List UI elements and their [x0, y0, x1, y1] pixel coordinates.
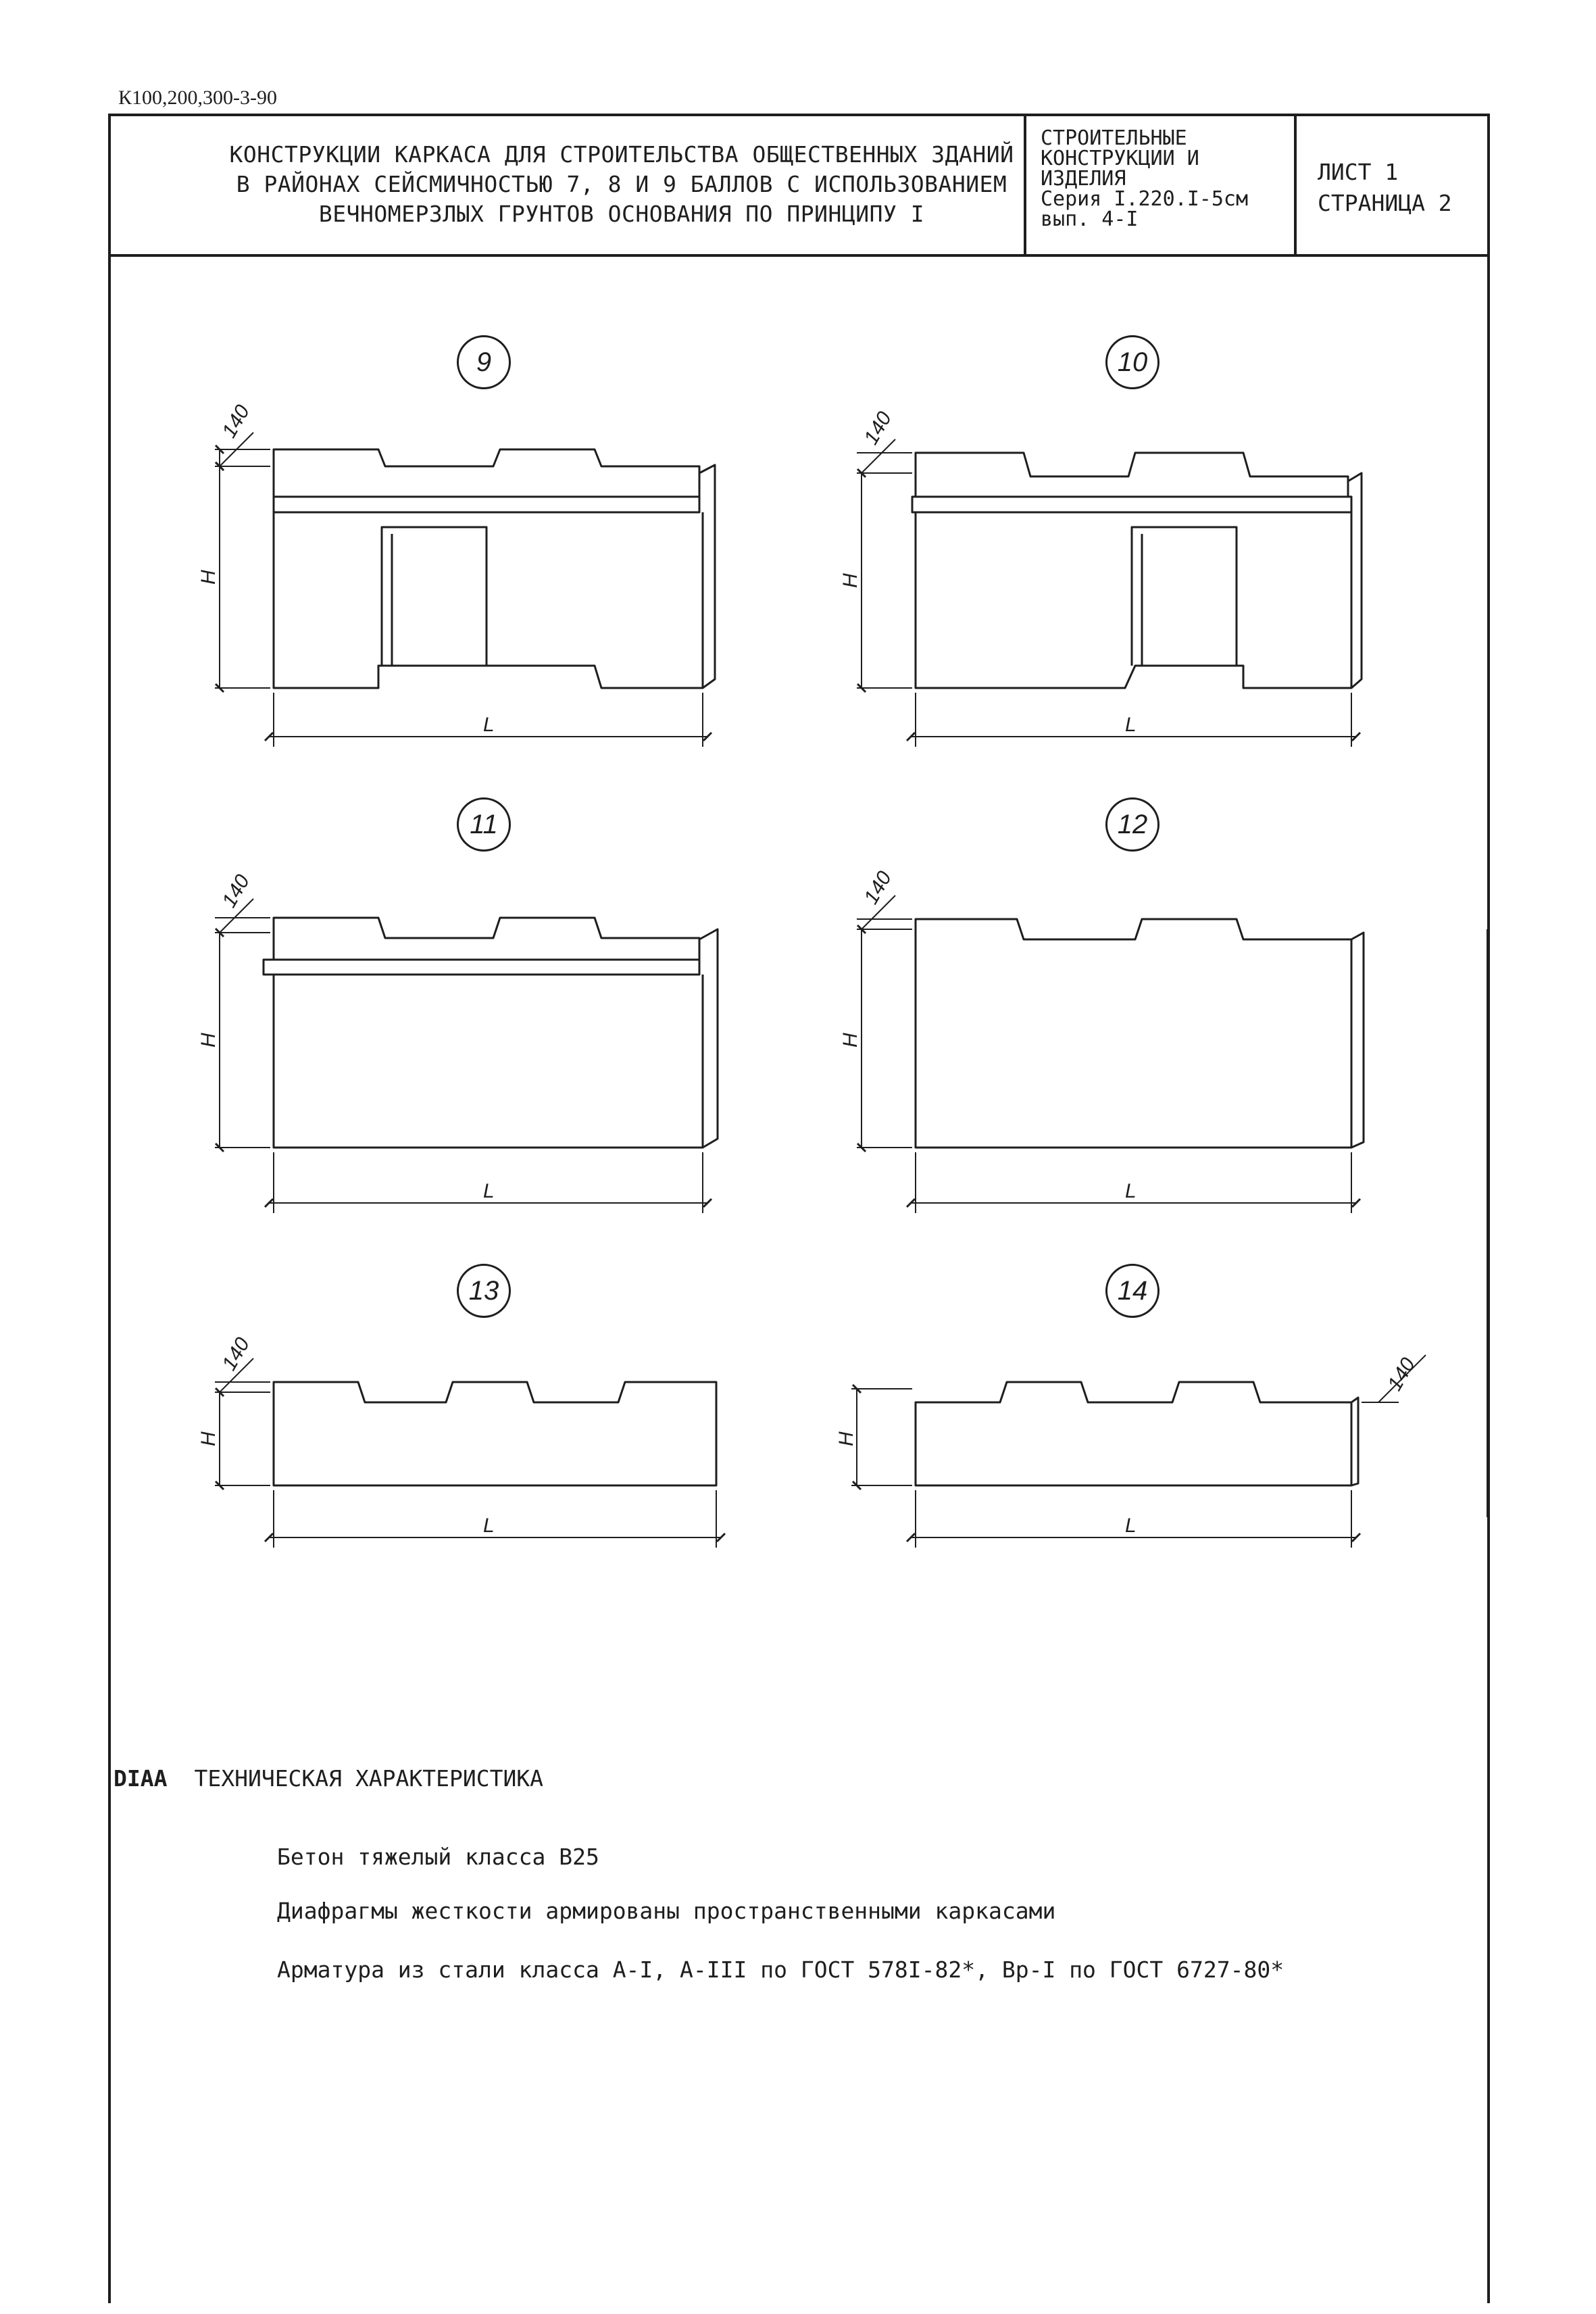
series-info: СТРОИТЕЛЬНЫЕ КОНСТРУКЦИИ И ИЗДЕЛИЯ Серия…: [1041, 128, 1291, 230]
sheet-info: ЛИСТ 1 СТРАНИЦА 2: [1318, 157, 1487, 219]
title-block: КОНСТРУКЦИИ КАРКАСА ДЛЯ СТРОИТЕЛЬСТВА ОБ…: [108, 114, 1490, 257]
dim-length-12: L: [1125, 1180, 1137, 1202]
page-frame: [108, 114, 1490, 2303]
tech-heading: DIAA ТЕХНИЧЕСКАЯ ХАРАКТЕРИСТИКА: [114, 1765, 543, 1792]
series-line: ИЗДЕЛИЯ: [1041, 167, 1126, 191]
dim-height-12: H: [839, 1033, 862, 1048]
dim-height-9: H: [197, 570, 220, 585]
dim-length-11: L: [483, 1180, 495, 1202]
figure-number-9: 9: [457, 335, 511, 389]
dim-length-10: L: [1125, 714, 1137, 736]
title-line: ВЕЧНОМЕРЗЛЫХ ГРУНТОВ ОСНОВАНИЯ ПО ПРИНЦИ…: [318, 201, 925, 227]
panel-drawing-13: [214, 1358, 726, 1548]
dim-length-13: L: [483, 1515, 495, 1537]
tech-line-steel: Арматура из стали класса А-I, А-III по Г…: [277, 1956, 1285, 1983]
page-number: СТРАНИЦА 2: [1318, 190, 1452, 216]
dim-height-11: H: [197, 1033, 220, 1048]
panel-drawing-12: [856, 895, 1365, 1213]
tech-line-concrete: Бетон тяжелый класса В25: [277, 1844, 599, 1870]
dim-height-13: H: [197, 1431, 220, 1446]
figure-number-12: 12: [1105, 797, 1159, 852]
panel-drawing-14: [851, 1354, 1426, 1548]
panel-drawing-10: [856, 439, 1363, 747]
tech-mark: DIAA: [114, 1765, 168, 1792]
dim-top-13: 140: [218, 1333, 254, 1374]
series-line: СТРОИТЕЛЬНЫЕ: [1041, 126, 1187, 150]
dim-top-12: 140: [859, 867, 896, 908]
series-line: КОНСТРУКЦИИ И: [1041, 147, 1199, 170]
series-line: вып. 4-I: [1041, 207, 1139, 231]
sheet-number: ЛИСТ 1: [1318, 159, 1399, 185]
dim-top-11: 140: [218, 870, 254, 911]
series-divider: [1294, 116, 1297, 254]
tech-heading-text: ТЕХНИЧЕСКАЯ ХАРАКТЕРИСТИКА: [194, 1765, 544, 1792]
dim-length-9: L: [483, 714, 495, 736]
figure-number-14: 14: [1105, 1264, 1159, 1318]
document-code: К100,200,300-3-90: [118, 87, 277, 109]
series-line: Серия I.220.I-5см: [1041, 187, 1249, 211]
figure-number-11: 11: [457, 797, 511, 852]
figure-number-10: 10: [1105, 335, 1159, 389]
dim-top-9: 140: [218, 401, 254, 441]
panel-drawing-11: [214, 898, 719, 1213]
figure-number-13: 13: [457, 1264, 511, 1318]
title-line: КОНСТРУКЦИИ КАРКАСА ДЛЯ СТРОИТЕЛЬСТВА ОБ…: [229, 141, 1014, 168]
title-divider: [1024, 116, 1026, 254]
dim-length-14: L: [1125, 1515, 1137, 1537]
panel-drawing-9: [214, 432, 716, 747]
title-line: В РАЙОНАХ СЕЙСМИЧНОСТЬЮ 7, 8 И 9 БАЛЛОВ …: [236, 171, 1007, 197]
dim-top-14: 140: [1383, 1354, 1420, 1394]
dim-top-10: 140: [859, 408, 896, 448]
dim-height-10: H: [839, 573, 862, 588]
dim-height-14: H: [835, 1431, 857, 1446]
document-title: КОНСТРУКЦИИ КАРКАСА ДЛЯ СТРОИТЕЛЬСТВА ОБ…: [122, 140, 1122, 229]
tech-line-reinforcement: Диафрагмы жесткости армированы пространс…: [277, 1898, 1056, 1924]
margin-line: [1487, 929, 1489, 1517]
